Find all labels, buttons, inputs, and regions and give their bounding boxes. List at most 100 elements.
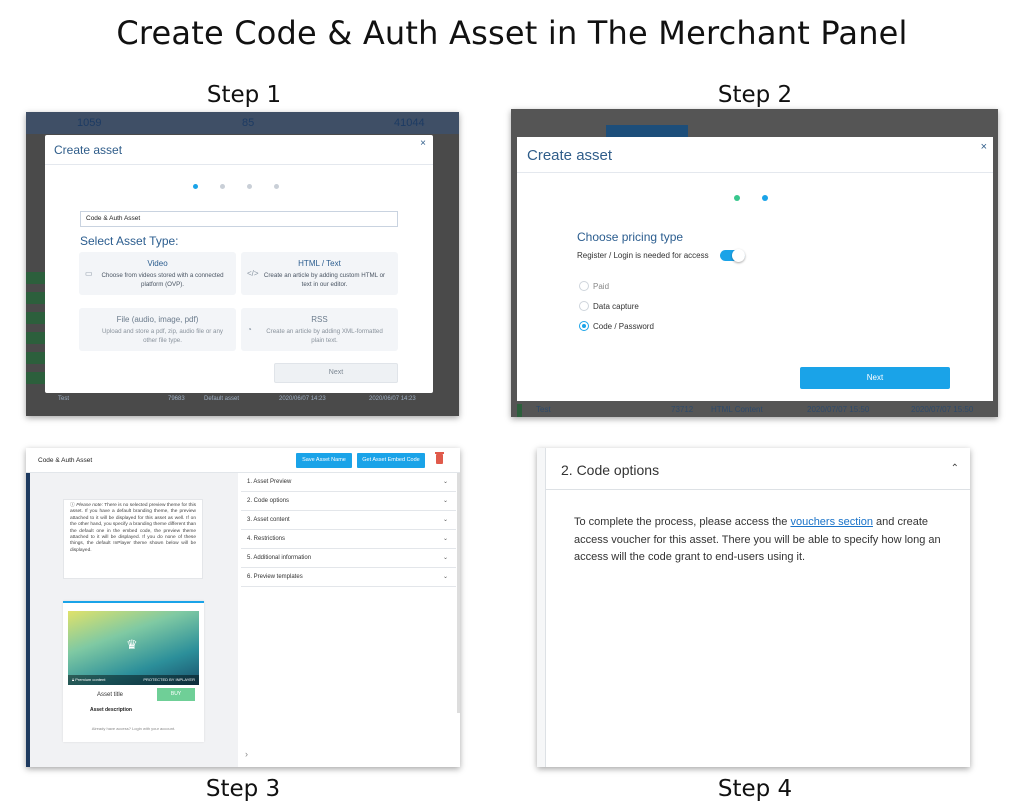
- background-table-row: Test 73712 HTML Content 2020/07/07 15:50…: [511, 404, 998, 417]
- scrollbar[interactable]: [457, 473, 460, 713]
- preview-note: ⓘ Please note: There is no selected prev…: [63, 499, 203, 579]
- section-additional-information[interactable]: 5. Additional information⌄: [241, 549, 456, 568]
- step-dot: [247, 184, 252, 189]
- asset-type-file[interactable]: File (audio, image, pdf) Upload and stor…: [79, 308, 236, 351]
- step-dot-complete: [734, 195, 740, 201]
- asset-type-html[interactable]: </> HTML / Text Create an article by add…: [241, 252, 398, 295]
- lock-icon: 🔒︎: [72, 677, 76, 682]
- chevron-down-icon: ⌄: [442, 555, 448, 561]
- chevron-up-icon[interactable]: ⌃: [950, 463, 959, 474]
- asset-preview-card: ♛ 🔒︎ Premium content PROTECTED BY INPLAY…: [63, 601, 204, 742]
- section-asset-preview[interactable]: 1. Asset Preview⌄: [241, 473, 456, 492]
- bg-value: 1059: [77, 117, 102, 129]
- code-icon: </>: [247, 269, 259, 278]
- modal-title: Create asset: [54, 143, 123, 157]
- section-restrictions[interactable]: 4. Restrictions⌄: [241, 530, 456, 549]
- trash-icon[interactable]: [435, 452, 444, 464]
- crown-icon: ♛: [126, 637, 138, 652]
- card-title: HTML / Text: [298, 259, 341, 268]
- asset-type-video[interactable]: ▭ Video Choose from videos stored with a…: [79, 252, 236, 295]
- modal-title: Create asset: [527, 147, 613, 164]
- asset-sections: 1. Asset Preview⌄ 2. Code options⌄ 3. As…: [241, 473, 456, 587]
- pricing-option-data-capture[interactable]: Data capture: [579, 301, 639, 311]
- asset-name-input[interactable]: Code & Auth Asset: [80, 211, 398, 227]
- bg-row-marker: [26, 332, 46, 344]
- close-icon[interactable]: ×: [420, 138, 426, 149]
- step-2-label: Step 2: [717, 82, 793, 108]
- register-login-label: Register / Login is needed for access: [577, 251, 709, 260]
- step-3-screenshot: Code & Auth Asset Save Asset Name Get As…: [26, 448, 460, 767]
- register-login-toggle[interactable]: [720, 249, 745, 262]
- get-embed-code-button[interactable]: Get Asset Embed Code: [357, 453, 425, 468]
- modal-header: Create asset ×: [517, 137, 993, 173]
- premium-bar: 🔒︎ Premium content PROTECTED BY INPLAYER: [68, 675, 199, 685]
- save-asset-name-button[interactable]: Save Asset Name: [296, 453, 352, 468]
- info-icon: ⓘ: [70, 503, 77, 508]
- code-options-section: 2. Code options ⌃ To complete the proces…: [545, 448, 970, 767]
- chevron-down-icon: ⌄: [442, 574, 448, 580]
- chevron-down-icon: ⌄: [442, 517, 448, 523]
- asset-description: Asset description: [90, 707, 132, 713]
- card-description: Create an article by adding custom HTML …: [263, 272, 386, 288]
- chevron-down-icon: ⌄: [442, 498, 448, 504]
- asset-toolbar: Code & Auth Asset Save Asset Name Get As…: [26, 448, 460, 473]
- chevron-down-icon: ⌄: [442, 479, 448, 485]
- video-icon: ▭: [85, 269, 93, 278]
- bg-row-marker: [26, 272, 46, 284]
- section-code-options[interactable]: 2. Code options⌄: [241, 492, 456, 511]
- step-indicator: [193, 184, 279, 189]
- section-preview-templates[interactable]: 6. Preview templates⌄: [241, 568, 456, 587]
- page-title: Create Code & Auth Asset in The Merchant…: [116, 14, 908, 52]
- select-asset-type-heading: Select Asset Type:: [80, 234, 179, 248]
- bg-value: 85: [242, 117, 255, 129]
- card-description: Upload and store a pdf, zip, audio file …: [101, 328, 224, 344]
- chevron-down-icon: ⌄: [442, 536, 448, 542]
- card-description: Choose from videos stored with a connect…: [101, 272, 224, 288]
- radio-button[interactable]: [579, 301, 589, 311]
- vouchers-section-link[interactable]: vouchers section: [790, 516, 873, 528]
- pricing-type-heading: Choose pricing type: [577, 230, 684, 244]
- bg-value: 41044: [394, 117, 425, 129]
- step-dot-active: [762, 195, 768, 201]
- step-dot: [220, 184, 225, 189]
- next-button[interactable]: Next: [274, 363, 398, 383]
- step-4-label: Step 4: [717, 776, 793, 802]
- create-asset-modal: Create asset × Code & Auth Asset Select …: [45, 135, 433, 393]
- pricing-option-code-password[interactable]: Code / Password: [579, 321, 654, 331]
- asset-name: Code & Auth Asset: [38, 457, 93, 464]
- background-button: [606, 125, 688, 137]
- step-dot-active: [193, 184, 198, 189]
- background-table-header: [26, 112, 459, 134]
- chevron-right-icon[interactable]: ›: [245, 749, 248, 759]
- bg-row-marker: [26, 352, 46, 364]
- step-1-label: Step 1: [206, 82, 282, 108]
- step-indicator: [734, 195, 768, 201]
- step-4-screenshot: 2. Code options ⌃ To complete the proces…: [537, 448, 970, 767]
- step-1-screenshot: 1059 85 41044 Test 79683 Default asset 2…: [26, 112, 459, 416]
- radio-button[interactable]: [579, 281, 589, 291]
- section-header[interactable]: 2. Code options ⌃: [546, 448, 970, 490]
- bg-row-marker: [26, 292, 46, 304]
- create-asset-modal: Create asset × Choose pricing type Regis…: [517, 137, 993, 401]
- step-dot: [274, 184, 279, 189]
- card-title: RSS: [311, 315, 328, 324]
- radio-button-selected[interactable]: [579, 321, 589, 331]
- modal-header: Create asset ×: [45, 135, 433, 165]
- asset-type-rss[interactable]: ◔ RSS Create an article by adding XML-fo…: [241, 308, 398, 351]
- buy-button[interactable]: BUY: [157, 688, 195, 701]
- step-2-screenshot: Create asset × Choose pricing type Regis…: [511, 109, 998, 417]
- rss-icon: ◔: [247, 325, 252, 334]
- login-prompt[interactable]: Already have access? Login with your acc…: [91, 726, 176, 731]
- card-description: Create an article by adding XML-formatte…: [266, 328, 383, 344]
- preview-image: ♛ 🔒︎ Premium content PROTECTED BY INPLAY…: [68, 611, 199, 685]
- section-title: 2. Code options: [561, 462, 660, 478]
- card-title: File (audio, image, pdf): [116, 315, 199, 324]
- background-table-row: Test 79683 Default asset 2020/06/07 14:2…: [58, 396, 416, 402]
- pricing-option-paid[interactable]: Paid: [579, 281, 609, 291]
- code-options-instructions: To complete the process, please access t…: [574, 516, 941, 563]
- section-asset-content[interactable]: 3. Asset content⌄: [241, 511, 456, 530]
- sidebar-edge: [26, 473, 30, 767]
- bg-row-marker: [26, 312, 46, 324]
- next-button[interactable]: Next: [800, 367, 950, 389]
- close-icon[interactable]: ×: [980, 141, 987, 153]
